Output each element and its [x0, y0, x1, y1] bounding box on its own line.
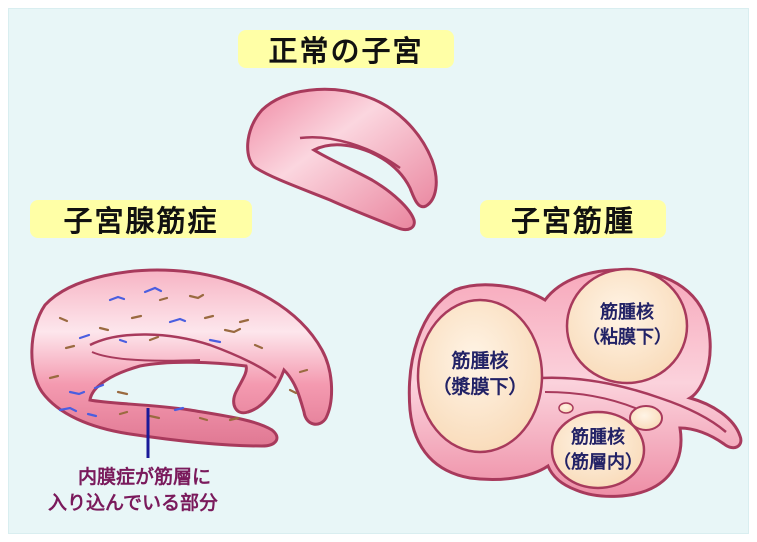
nodule-subserosal-label-1: 筋腫核	[451, 349, 508, 372]
nodule-intramural-label-1: 筋腫核	[571, 426, 625, 448]
small-nodule	[629, 405, 663, 431]
title-fibroids: 子宮筋腫	[480, 200, 666, 238]
normal-uterus	[246, 87, 438, 232]
title-normal-uterus: 正常の子宮	[238, 30, 454, 68]
nodule-submucosal-label-2: （粘膜下）	[582, 326, 672, 348]
nodule-intramural-label-2: （筋層内）	[553, 451, 643, 473]
nodule-subserosal-label-2: （漿膜下）	[432, 375, 527, 398]
callout-line-1: 内膜症が筋層に	[78, 466, 212, 488]
adenomyosis-uterus	[30, 268, 334, 448]
callout-line-2: 入り込んでいる部分	[48, 492, 219, 514]
nodule-submucosal-label-1: 筋腫核	[600, 301, 654, 323]
nodule-intramural	[550, 410, 646, 490]
nodule-submucosal	[565, 267, 689, 385]
nodule-subserosal	[416, 298, 544, 454]
tiny-nodule	[558, 402, 574, 414]
title-adenomyosis: 子宮腺筋症	[30, 200, 252, 238]
endometrial-lesions	[48, 286, 309, 422]
